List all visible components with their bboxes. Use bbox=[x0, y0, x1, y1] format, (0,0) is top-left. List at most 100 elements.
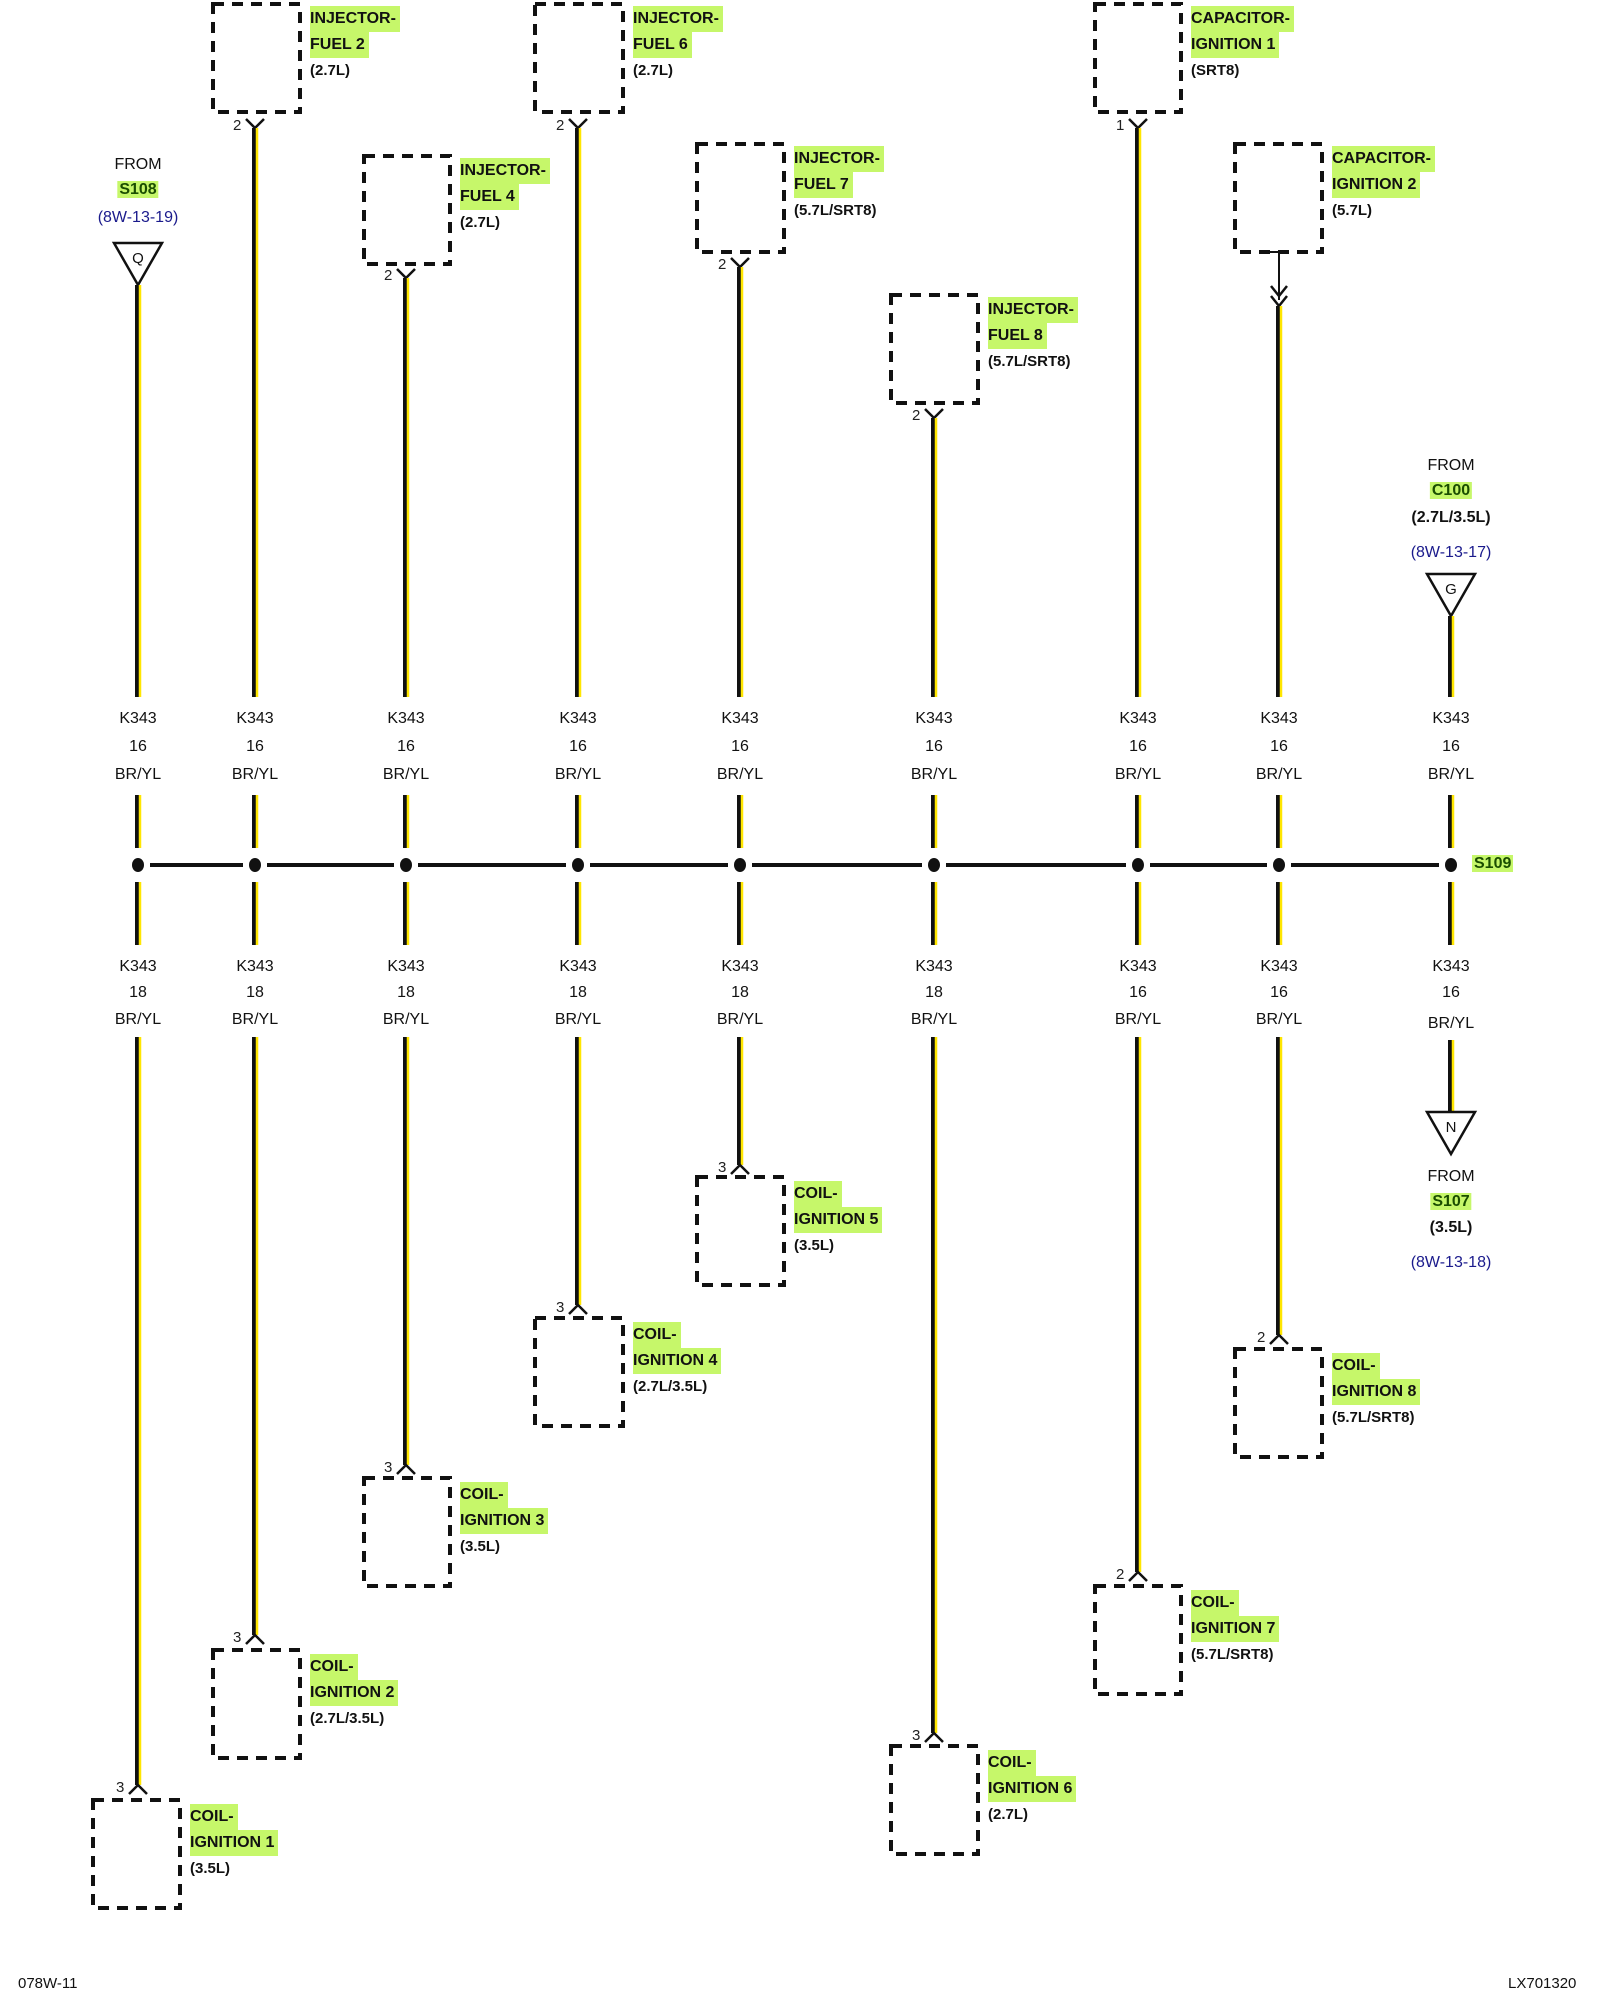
wire-gauge-lower: 18 bbox=[569, 984, 587, 1001]
component-box bbox=[889, 293, 980, 405]
component-wire bbox=[252, 128, 259, 697]
component-name-line2: FUEL 4 bbox=[460, 184, 519, 210]
splice-node-dot bbox=[400, 858, 412, 872]
from-s107-reference[interactable]: (8W-13-18) bbox=[1410, 1254, 1492, 1271]
component-variant: (2.7L) bbox=[988, 1806, 1029, 1823]
from-s108-reference[interactable]: (8W-13-19) bbox=[97, 209, 179, 226]
component-name-line2: IGNITION 6 bbox=[988, 1776, 1077, 1802]
component-variant: (2.7L) bbox=[460, 214, 501, 231]
component-variant: (5.7L/SRT8) bbox=[794, 202, 877, 219]
component-name-line2: IGNITION 2 bbox=[1332, 172, 1421, 198]
from-c100-reference[interactable]: (8W-13-17) bbox=[1410, 544, 1492, 561]
component-name-line2: IGNITION 7 bbox=[1191, 1616, 1280, 1642]
component-wire bbox=[931, 1037, 938, 1733]
from-c100-wire bbox=[1448, 616, 1455, 697]
component-name-line2: FUEL 2 bbox=[310, 32, 369, 58]
bottom-component-label: COIL-IGNITION 1(3.5L) bbox=[190, 1804, 279, 1882]
lower-stub-wire bbox=[1276, 882, 1283, 945]
off-page-connector-n: N bbox=[1424, 1110, 1478, 1157]
component-name-line2: FUEL 7 bbox=[794, 172, 853, 198]
wire-color-lower: BR/YL bbox=[1114, 1011, 1162, 1028]
component-box bbox=[695, 1175, 786, 1287]
component-name-line1: COIL- bbox=[310, 1654, 358, 1680]
lower-stub-wire bbox=[1135, 882, 1142, 945]
wire-circuit-upper: K343 bbox=[236, 710, 274, 727]
component-box bbox=[211, 1648, 302, 1760]
wire-gauge-lower: 18 bbox=[246, 984, 264, 1001]
wire-color-lower: BR/YL bbox=[554, 1011, 602, 1028]
component-box bbox=[362, 1476, 452, 1588]
component-wire bbox=[575, 1037, 582, 1305]
wire-gauge-lower: 18 bbox=[731, 984, 749, 1001]
component-name-line2: IGNITION 1 bbox=[190, 1830, 279, 1856]
pin-number: 3 bbox=[718, 1159, 727, 1176]
component-variant: (2.7L) bbox=[310, 62, 351, 79]
splice-node-dot bbox=[1132, 858, 1144, 872]
wire-gauge-upper: 16 bbox=[569, 738, 587, 755]
from-c100-variant: (2.7L/3.5L) bbox=[1411, 509, 1491, 526]
wire-circuit-lower: K343 bbox=[1119, 958, 1157, 975]
off-page-letter: Q bbox=[132, 250, 144, 267]
wire-gauge-upper: 16 bbox=[397, 738, 415, 755]
component-wire bbox=[135, 1037, 142, 1785]
bottom-component-label: COIL-IGNITION 3(3.5L) bbox=[460, 1482, 549, 1560]
figure-id: LX701320 bbox=[1508, 1975, 1577, 1992]
connector-pin-icon bbox=[1128, 1570, 1148, 1582]
connector-pin-icon bbox=[245, 118, 265, 130]
component-wire bbox=[1135, 128, 1142, 697]
off-page-letter: G bbox=[1445, 581, 1457, 598]
splice-label: S109 bbox=[1472, 854, 1514, 874]
wire-circuit-upper: K343 bbox=[119, 710, 157, 727]
wire-color-lower: BR/YL bbox=[114, 1011, 162, 1028]
component-name-line2: IGNITION 1 bbox=[1191, 32, 1280, 58]
component-wire bbox=[737, 1037, 744, 1165]
wire-color-lower: BR/YL bbox=[716, 1011, 764, 1028]
wire-gauge-upper: 16 bbox=[1129, 738, 1147, 755]
wire-color-lower: BR/YL bbox=[1255, 1011, 1303, 1028]
bottom-component-label: COIL-IGNITION 5(3.5L) bbox=[794, 1181, 883, 1259]
wire-circuit-upper: K343 bbox=[1260, 710, 1298, 727]
wire-circuit-upper: K343 bbox=[1432, 710, 1470, 727]
connector-pin-icon bbox=[1128, 118, 1148, 130]
pin-number: 3 bbox=[556, 1299, 565, 1316]
upper-stub-wire bbox=[1448, 795, 1455, 848]
component-name-line1: INJECTOR- bbox=[633, 6, 723, 32]
wire-gauge-lower: 16 bbox=[1129, 984, 1147, 1001]
component-variant: (5.7L) bbox=[1332, 202, 1373, 219]
connector-pin-icon bbox=[568, 118, 588, 130]
wire-circuit-lower: K343 bbox=[236, 958, 274, 975]
off-page-letter: N bbox=[1446, 1119, 1457, 1136]
wire-circuit-upper: K343 bbox=[387, 710, 425, 727]
off-page-connector-q: Q bbox=[111, 241, 165, 288]
wire-color-upper: BR/YL bbox=[1427, 766, 1475, 783]
component-variant: (2.7L/3.5L) bbox=[633, 1378, 708, 1395]
component-name-line1: CAPACITOR- bbox=[1191, 6, 1294, 32]
connector-pin-icon bbox=[730, 257, 750, 269]
connector-pin-icon bbox=[396, 1463, 416, 1475]
splice-node-dot bbox=[734, 858, 746, 872]
from-s108-prefix: FROM bbox=[114, 156, 162, 173]
wire-gauge-upper: 16 bbox=[246, 738, 264, 755]
upper-stub-wire bbox=[1276, 795, 1283, 848]
splice-id: S109 bbox=[1472, 855, 1514, 872]
component-name-line1: INJECTOR- bbox=[310, 6, 400, 32]
wire-circuit-lower: K343 bbox=[1260, 958, 1298, 975]
off-page-triangle-icon bbox=[1424, 1110, 1478, 1157]
component-name-line1: COIL- bbox=[988, 1750, 1036, 1776]
wire-color-upper: BR/YL bbox=[716, 766, 764, 783]
component-name-line1: INJECTOR- bbox=[460, 158, 550, 184]
component-name-line2: IGNITION 8 bbox=[1332, 1379, 1421, 1405]
pin-number: 2 bbox=[912, 407, 921, 424]
top-component-label: INJECTOR-FUEL 7(5.7L/SRT8) bbox=[794, 146, 884, 224]
wire-color-upper: BR/YL bbox=[1255, 766, 1303, 783]
component-variant: (2.7L) bbox=[633, 62, 674, 79]
component-box bbox=[695, 142, 786, 254]
wire-circuit-lower: K343 bbox=[915, 958, 953, 975]
bottom-component-label: COIL-IGNITION 8(5.7L/SRT8) bbox=[1332, 1353, 1421, 1431]
pin-number: 2 bbox=[1116, 1566, 1125, 1583]
bottom-component-label: COIL-IGNITION 6 (2.7L) bbox=[988, 1750, 1077, 1828]
upper-stub-wire bbox=[403, 795, 410, 848]
lower-stub-wire bbox=[737, 882, 744, 945]
bottom-component-label: COIL-IGNITION 2(2.7L/3.5L) bbox=[310, 1654, 399, 1732]
